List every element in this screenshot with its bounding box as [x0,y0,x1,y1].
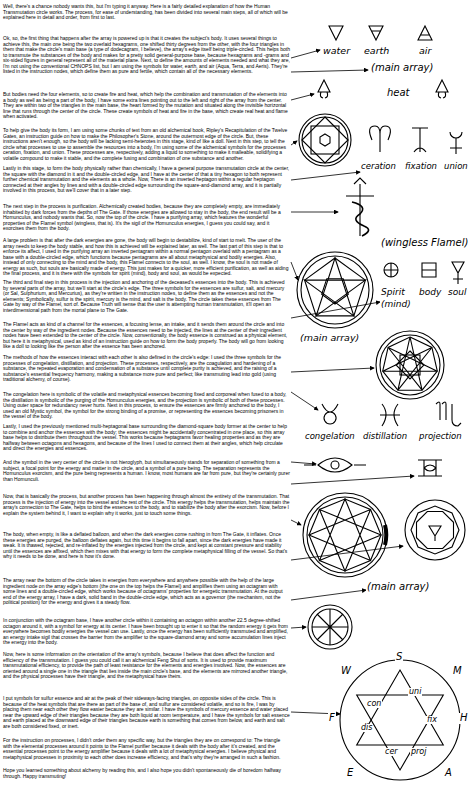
text-paragraph: Lastly, I used the previously mentioned … [3,424,290,452]
element-label: earth [363,46,390,56]
orientation-letter: E [346,768,354,779]
text-paragraph: The array near the bottom of the circle … [3,578,290,606]
orientation-letter: H [459,713,469,724]
process-label: congelation [304,432,356,441]
orientation-letter: S [395,652,403,663]
text-paragraph: The methods of how the essences interact… [3,355,290,383]
orientation-letter: F [328,713,336,724]
essence-label: (mind) [380,300,412,309]
element-label: air [418,46,432,56]
text-paragraph: The congelation here is symbolic of the … [3,392,290,420]
process-label: union [443,162,469,171]
essence-label: Spirit [380,288,406,297]
text-paragraph: Ok, so, the first thing that happens aft… [3,36,290,75]
text-paragraph: To help give the body its form, I am usi… [3,128,290,161]
heat-label: heat [386,88,411,99]
process-abbrev: uni [408,688,422,696]
text-paragraph: The next step in the process is purifica… [3,204,290,232]
text-paragraph: Lastly in this stage, to form the body p… [3,166,290,194]
process-label: ceration [360,162,397,171]
process-abbrev: dis [360,724,373,732]
text-paragraph: Well, there's a chance nobody wants this… [3,4,290,21]
element-label: water [322,46,351,56]
text-paragraph: The Flamel acts as kind of a channel for… [3,322,290,350]
text-paragraph: The body, when empty, is like a deflated… [3,532,290,560]
text-paragraph: Now, here is some information on the ori… [3,652,290,680]
process-abbrev: con [366,700,382,708]
orientation-letter: A [444,768,453,779]
text-paragraph: Now, that is basically the process, but … [3,494,290,516]
text-paragraph: And the symbol in the very center of the… [3,460,290,482]
text-paragraph: For the instruction on processes, I didn… [3,738,290,760]
text-paragraph: But bodies need the four elements, so to… [3,92,290,120]
process-abbrev: proj [410,748,427,756]
essence-label: body [418,288,442,297]
process-abbrev: cer [384,748,399,756]
process-abbrev: fix [426,716,438,724]
essence-label: soul [447,288,467,297]
array-label: (main array) [299,333,360,343]
orientation-letter: M [452,666,463,677]
process-label: distillation [362,432,408,441]
array-label: (main array) [366,582,430,593]
process-label: projection [418,432,463,441]
text-paragraph: I put symbols for sulfur essence and air… [3,696,290,729]
text-paragraph: The third and final step in this process… [3,280,290,313]
text-paragraph: A large problem is that after the dark e… [3,238,290,277]
text-paragraph: In conjunction with the octagram base, I… [3,618,290,646]
text-paragraph: Hope you learned something about alchemy… [3,768,290,779]
flamel-label: (wingless Flamel) [380,238,469,249]
process-label: fixation [404,162,438,171]
orientation-letter: W [340,666,352,677]
array-label: (main array) [370,63,434,74]
